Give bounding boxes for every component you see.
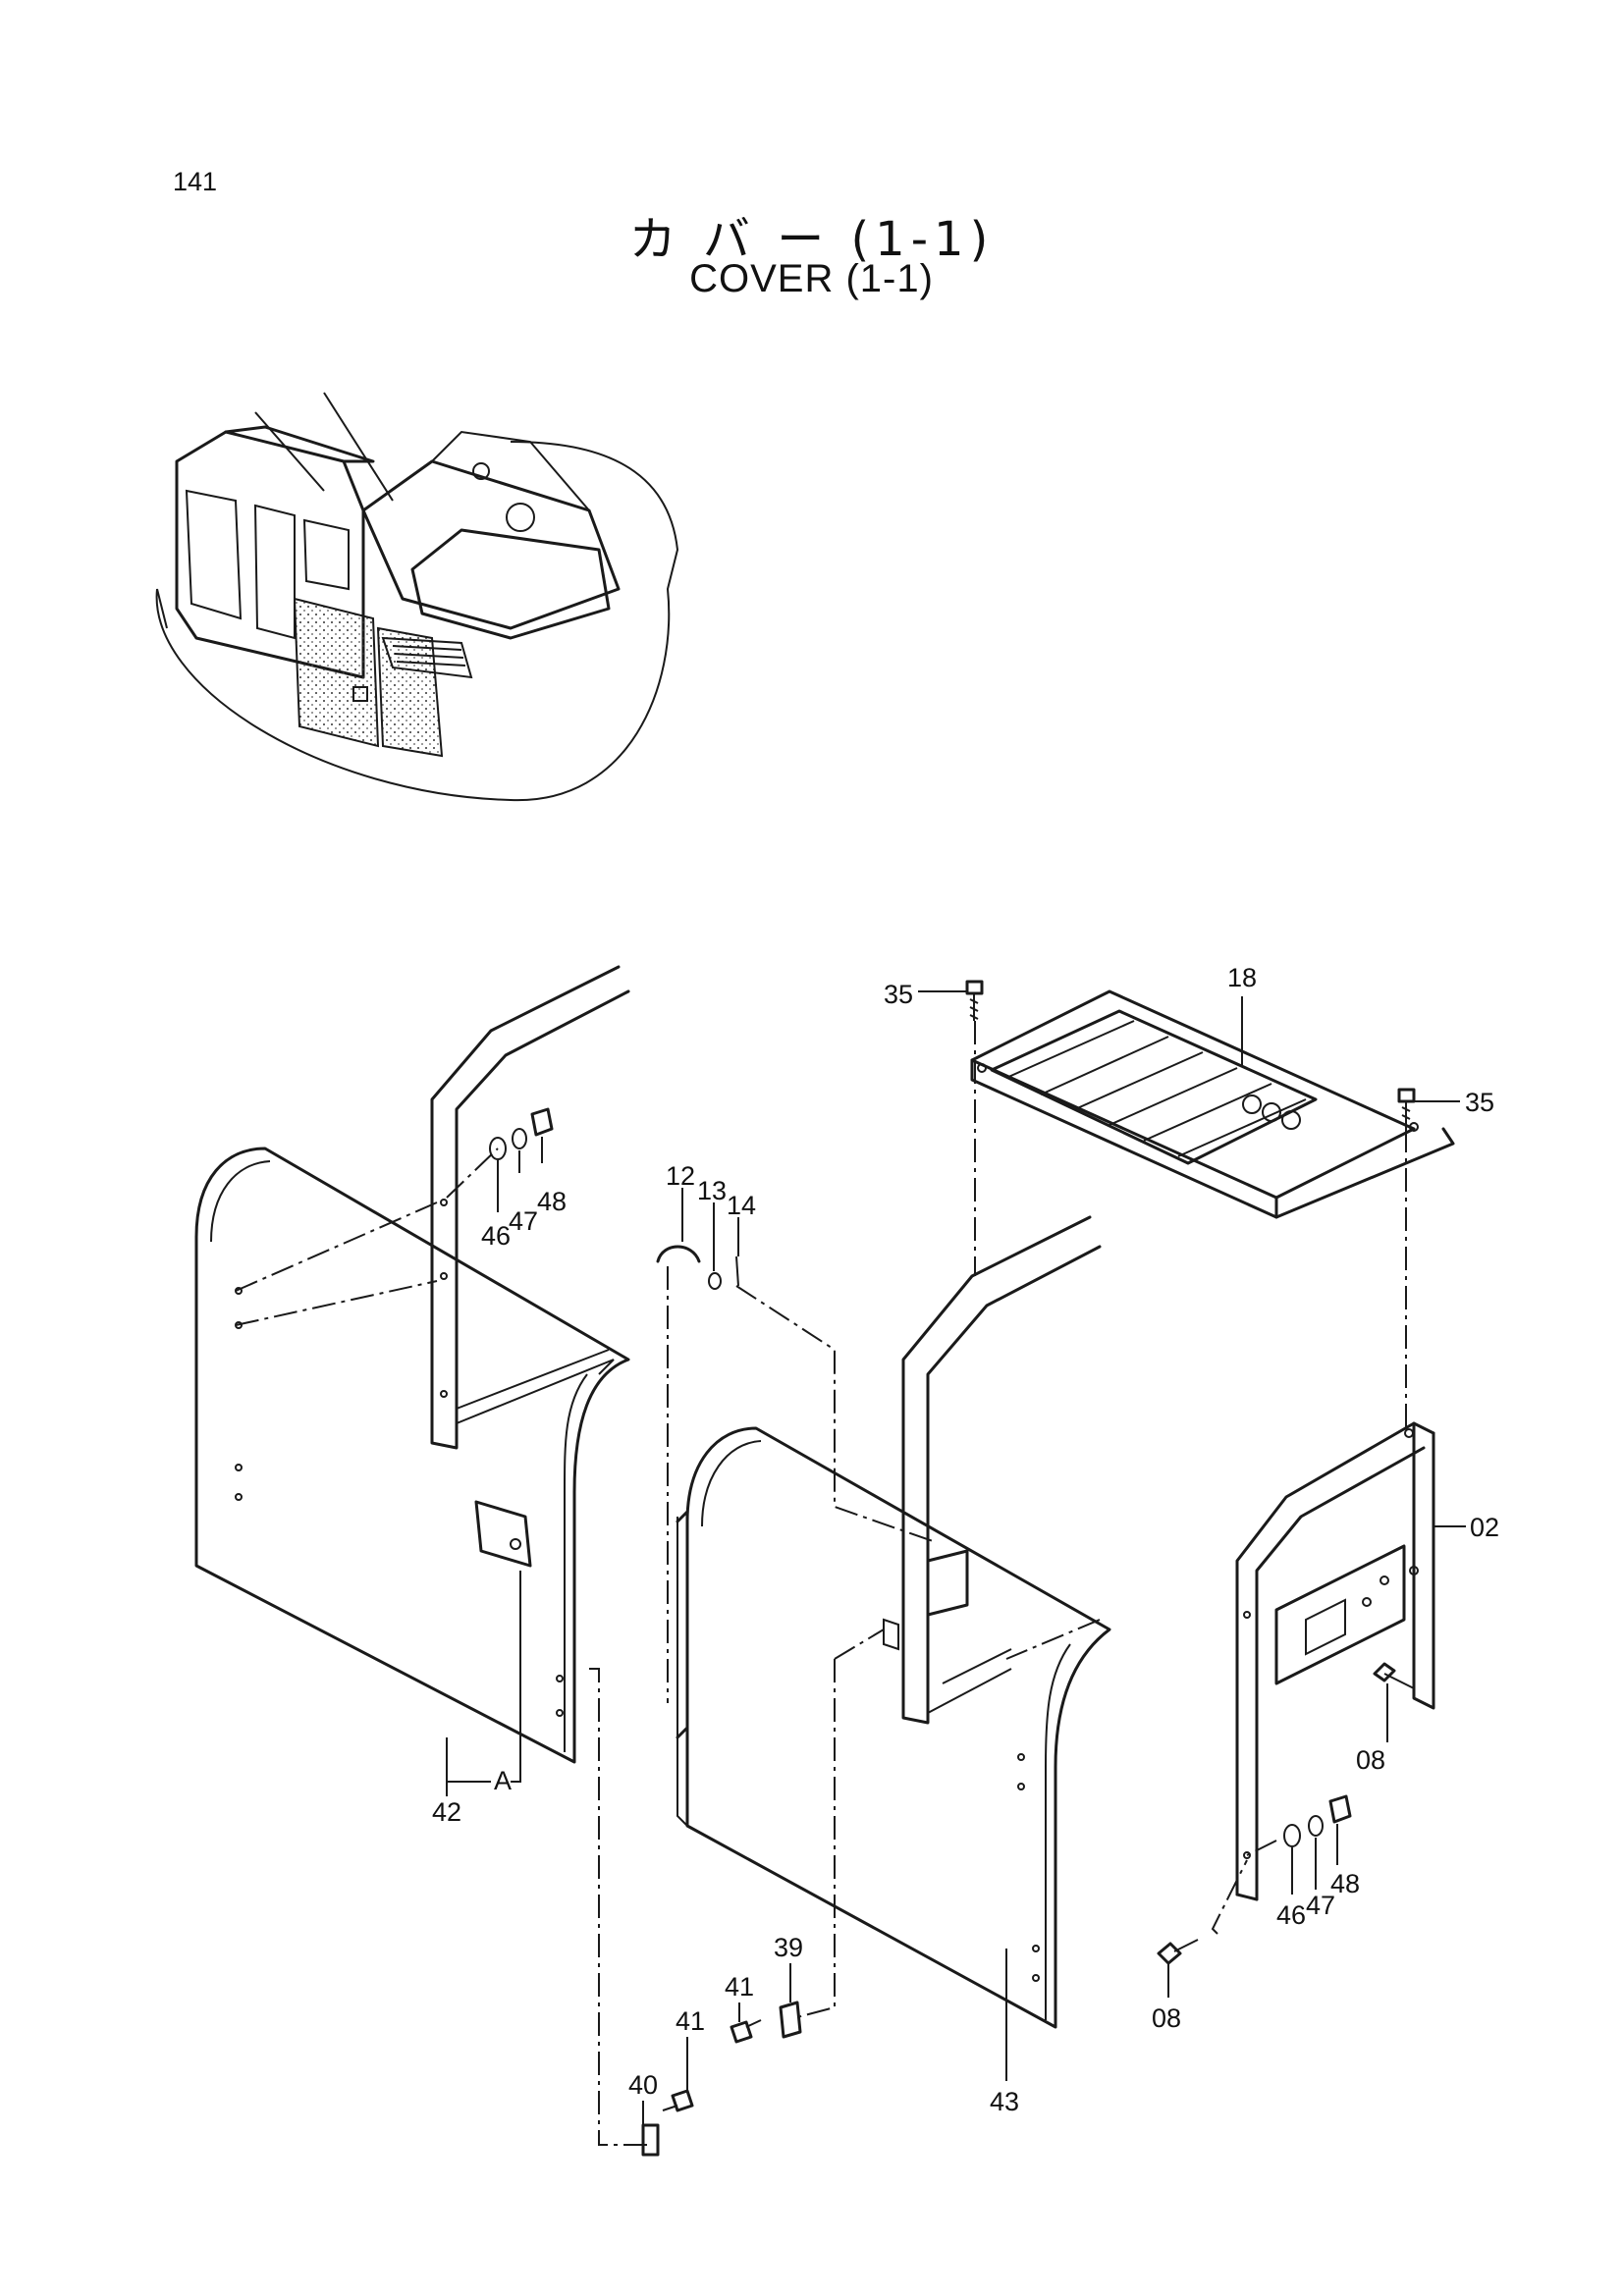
callout-42: 42 bbox=[432, 1797, 461, 1827]
callout-13: 13 bbox=[697, 1176, 727, 1205]
bolt-08-upper bbox=[1373, 1662, 1415, 1689]
grille-cover-18 bbox=[970, 989, 1455, 1219]
striker-39 bbox=[779, 2001, 802, 2039]
callout-08-upper: 08 bbox=[1356, 1745, 1385, 1775]
callout-47-lower: 47 bbox=[1306, 1891, 1335, 1920]
washers-46-47-48-upper bbox=[489, 1107, 554, 1160]
frame-middle bbox=[901, 1215, 1102, 1725]
page-title-japanese: カ バ ー (1-1) bbox=[628, 212, 995, 267]
cover-panel-42 bbox=[194, 1147, 630, 1764]
page-number: 141 bbox=[173, 167, 218, 196]
alignment-lines bbox=[235, 1021, 1407, 2146]
callout-35-left: 35 bbox=[884, 980, 913, 1009]
callout-46-lower: 46 bbox=[1276, 1900, 1306, 1930]
callout-labels: 35 18 35 46 47 48 12 13 14 02 08 A 42 46… bbox=[432, 963, 1499, 2116]
callout-14: 14 bbox=[727, 1191, 756, 1220]
callout-A: A bbox=[494, 1766, 512, 1795]
callout-48-lower: 48 bbox=[1330, 1869, 1360, 1898]
handle-rod-12-washer-13-pin-14 bbox=[656, 1245, 739, 1290]
frame-left bbox=[430, 965, 630, 1450]
bolt-35-left bbox=[965, 980, 984, 1021]
callout-35-right: 35 bbox=[1465, 1088, 1494, 1117]
bolt-08-lower bbox=[1157, 1939, 1199, 1965]
page-title-english: COVER (1-1) bbox=[689, 257, 934, 300]
leader-lines bbox=[446, 990, 1466, 2125]
callout-43: 43 bbox=[990, 2087, 1019, 2116]
cover-panel-43 bbox=[676, 1426, 1111, 2029]
callout-08-lower: 08 bbox=[1152, 2003, 1181, 2033]
callout-18: 18 bbox=[1227, 963, 1257, 992]
callout-47-upper: 47 bbox=[509, 1206, 538, 1236]
callout-46-upper: 46 bbox=[481, 1221, 511, 1251]
bracket-40 bbox=[641, 2123, 660, 2157]
callout-41-left: 41 bbox=[676, 2006, 705, 2036]
callout-48-upper: 48 bbox=[537, 1187, 567, 1216]
excavator-overview-illustration bbox=[155, 392, 679, 802]
callout-41-right: 41 bbox=[725, 1972, 754, 2002]
callout-40: 40 bbox=[628, 2070, 658, 2100]
callout-02: 02 bbox=[1470, 1513, 1499, 1542]
callout-39: 39 bbox=[774, 1933, 803, 1962]
bolt-41-left bbox=[662, 2089, 694, 2112]
washers-46-47-48-lower bbox=[1283, 1794, 1352, 1847]
callout-12: 12 bbox=[666, 1161, 695, 1191]
bolt-41-right bbox=[730, 2019, 762, 2044]
frame-right-02 bbox=[1235, 1421, 1435, 1901]
